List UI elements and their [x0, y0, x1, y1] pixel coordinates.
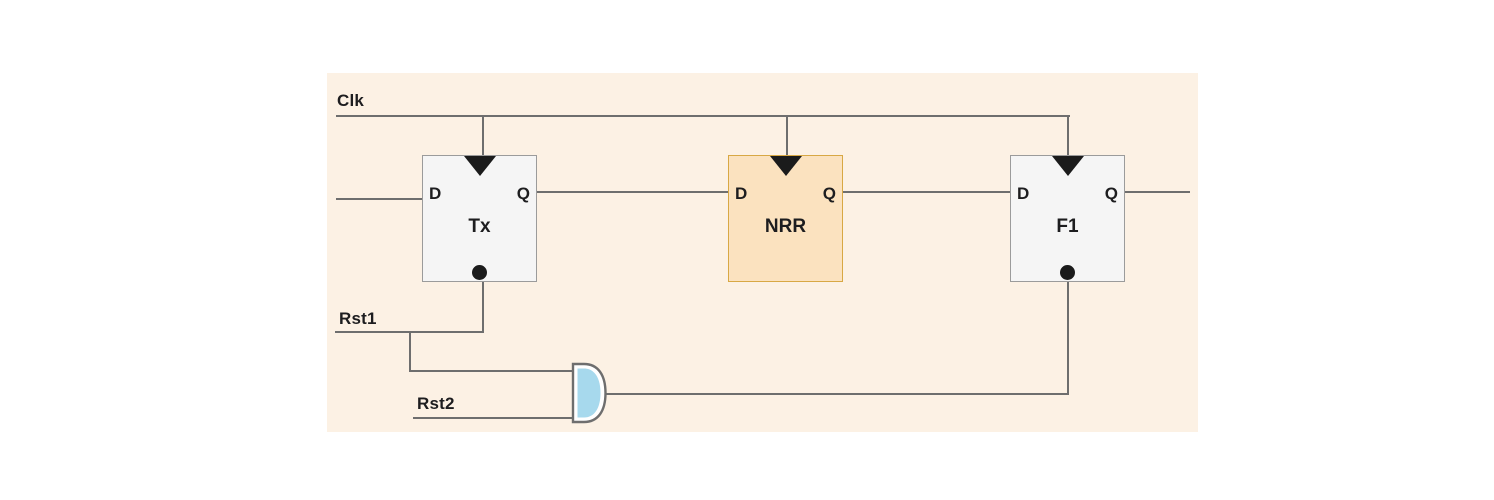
flipflop-name: NRR — [764, 216, 807, 237]
reset-bubble-icon — [1060, 265, 1075, 280]
wire-nrrq-to-f1d — [843, 191, 1010, 193]
pin-label-d: D — [429, 184, 442, 203]
pin-label-q: Q — [516, 184, 530, 203]
clock-edge-triangle-icon — [769, 156, 802, 176]
wire-rst1-to-gate — [409, 370, 573, 372]
pin-label-q: Q — [1104, 184, 1118, 203]
flipflop-nrr: D Q NRR — [728, 155, 843, 282]
wire-clk-branch-nrr — [786, 115, 788, 155]
flipflop-tx: D Q Tx — [422, 155, 537, 282]
pin-label-d: D — [1017, 184, 1030, 203]
flipflop-name: Tx — [468, 216, 491, 237]
wire-txq-to-nrrd — [537, 191, 728, 193]
wire-clk-horizontal — [336, 115, 1070, 117]
wire-data-input — [336, 198, 422, 200]
clock-edge-triangle-icon — [463, 156, 496, 176]
wire-gate-to-f1-bubble — [1067, 278, 1069, 395]
wire-clk-branch-f1 — [1067, 115, 1069, 155]
rst2-label: Rst2 — [417, 394, 455, 413]
wire-gate-output — [604, 393, 1069, 395]
wire-rst1-branch-down — [409, 331, 411, 372]
rst1-label: Rst1 — [339, 309, 377, 328]
flipflop-f1: D Q F1 — [1010, 155, 1125, 282]
wire-rst2-to-gate — [413, 417, 573, 419]
clk-label: Clk — [337, 91, 365, 110]
flipflop-name: F1 — [1056, 216, 1079, 237]
and-gate-icon — [571, 362, 607, 424]
pin-label-d: D — [735, 184, 748, 203]
clock-edge-triangle-icon — [1051, 156, 1084, 176]
pin-label-q: Q — [822, 184, 836, 203]
wire-clk-branch-tx — [482, 115, 484, 155]
reset-bubble-icon — [472, 265, 487, 280]
wire-rst1-to-tx-bubble — [482, 282, 484, 333]
wire-f1q-output — [1125, 191, 1190, 193]
